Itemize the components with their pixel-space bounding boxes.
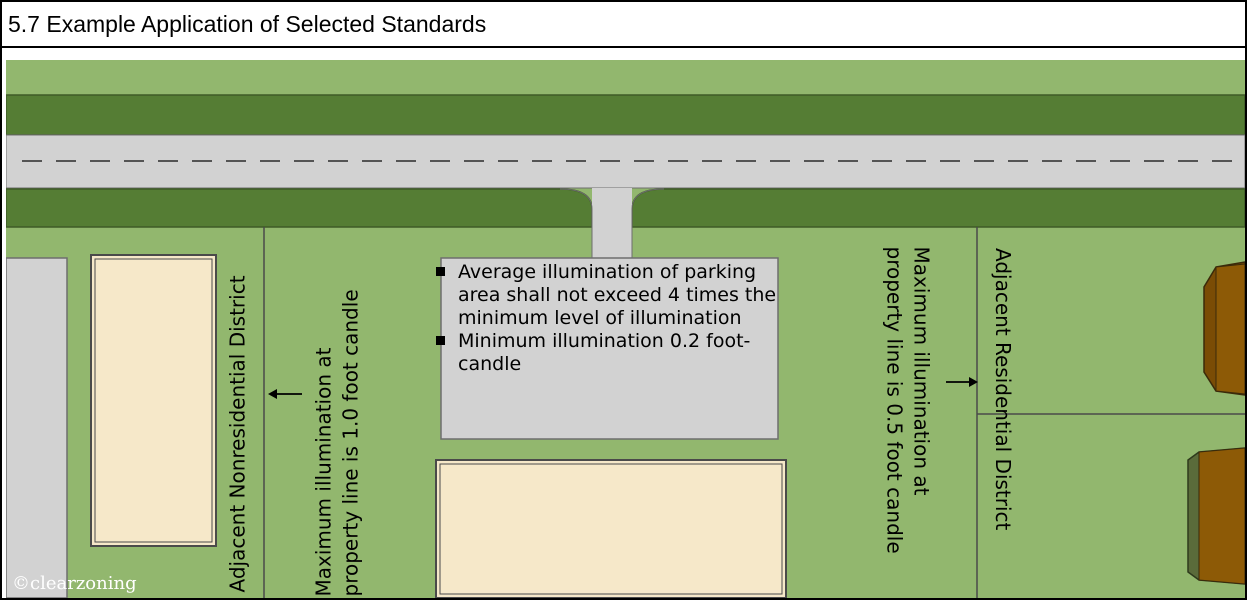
copyright-mark: ©clearzoning — [12, 573, 137, 594]
right-max-line-2: property line is 0.5 foot candle — [882, 246, 907, 554]
hedge-right — [631, 188, 1245, 228]
list-item: Minimum illumination 0.2 foot-candle — [436, 330, 781, 376]
center-building — [435, 459, 787, 598]
parking-standards-list: Average illumination of parking area sha… — [436, 261, 781, 376]
right-district-label: Adjacent Residential District — [991, 248, 1015, 531]
driveway — [592, 188, 632, 260]
standard-average-text: Average illumination of parking area sha… — [458, 261, 777, 329]
house-top — [1203, 261, 1245, 396]
left-max-line-1: Maximum illumination at — [311, 347, 336, 597]
left-pavement — [6, 257, 68, 598]
right-max-illumination-label: Maximum illumination at property line is… — [875, 247, 935, 592]
top-hedge — [6, 94, 1245, 136]
parking-lot — [440, 257, 779, 440]
left-building — [90, 254, 217, 547]
bullet-square-icon — [436, 267, 445, 276]
list-item: Average illumination of parking area sha… — [436, 261, 781, 330]
title-bar: 5.7 Example Application of Selected Stan… — [2, 2, 1245, 48]
site-plan-diagram — [6, 60, 1245, 598]
left-max-illumination-label: Maximum illumination at property line is… — [311, 252, 371, 597]
figure-title: 5.7 Example Application of Selected Stan… — [8, 11, 487, 37]
bullet-square-icon — [436, 336, 445, 345]
arrow-right — [946, 377, 978, 387]
house-bottom — [1187, 447, 1245, 585]
hedge-left — [6, 188, 593, 228]
arrow-left — [268, 389, 302, 399]
left-max-line-2: property line is 1.0 foot candle — [338, 289, 363, 597]
right-max-line-1: Maximum illumination at — [909, 246, 934, 496]
standard-minimum-text: Minimum illumination 0.2 foot-candle — [458, 330, 751, 375]
left-district-label: Adjacent Nonresidential District — [225, 275, 250, 593]
